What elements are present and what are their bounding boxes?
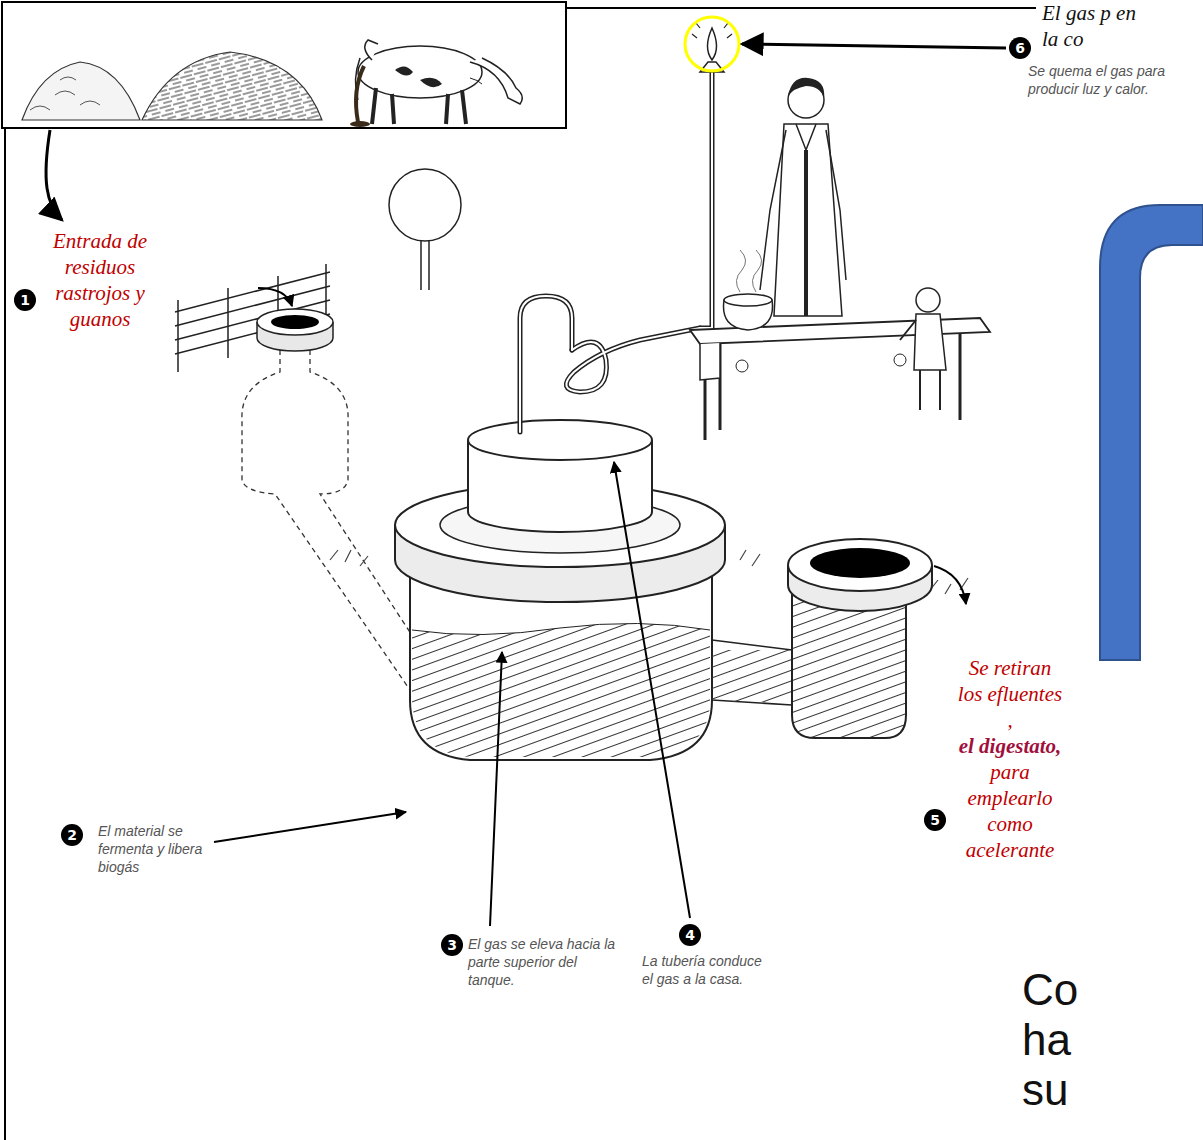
highlight-term: el digestato,: [945, 733, 1075, 759]
cut-off-note: El gas p en la co: [1042, 0, 1137, 52]
callout-number: 1: [14, 289, 36, 311]
step-caption: La tubería conduce el gas a la casa.: [642, 952, 767, 988]
cut-off-heading: Co ha su: [1022, 965, 1092, 1115]
input-label: Entrada de residuos rastrojos y guanos: [50, 228, 150, 332]
callout-number: 5: [924, 809, 946, 831]
output-label: para emplearlo como acelerante: [955, 759, 1065, 863]
step-caption: El material se fermenta y libera biogás: [98, 822, 210, 876]
callout-number: 4: [679, 924, 701, 946]
step-caption: Se quema el gas para producir luz y calo…: [1028, 62, 1200, 98]
callout-number: 2: [61, 824, 83, 846]
step-caption: El gas se eleva hacia la parte superior …: [468, 935, 620, 989]
output-label: Se retiran los efluentes ,: [955, 655, 1065, 733]
callout-number: 3: [441, 934, 463, 956]
callout-number: 6: [1009, 37, 1031, 59]
